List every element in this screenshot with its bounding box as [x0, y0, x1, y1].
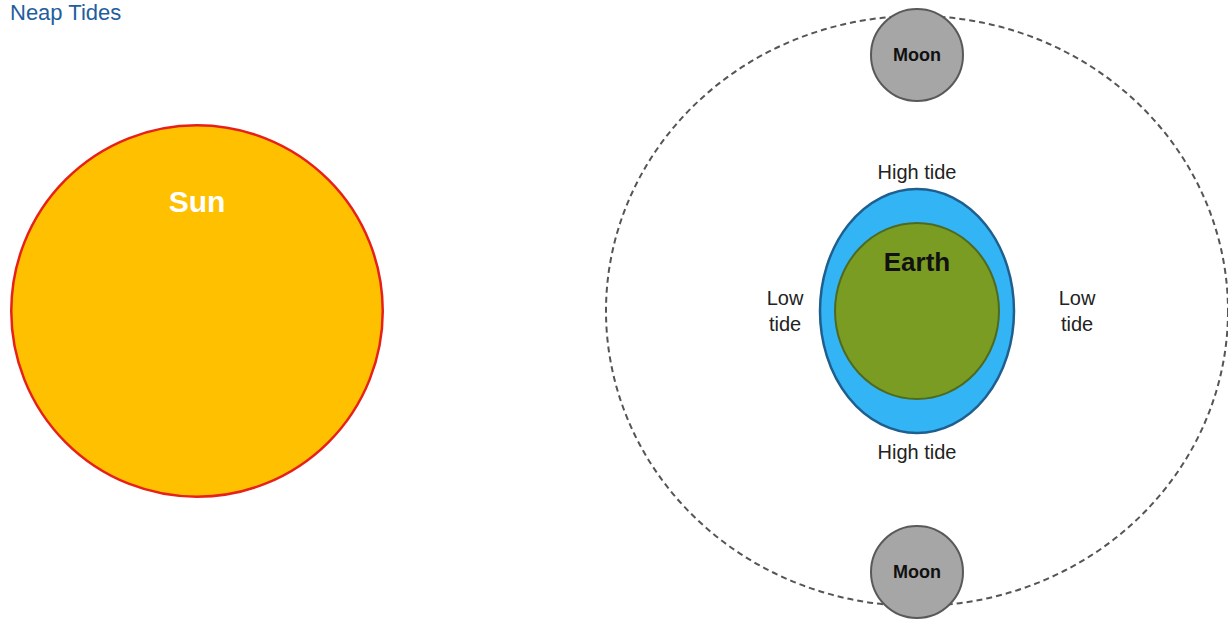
node-label: Earth: [834, 247, 1000, 278]
node-outline: [10, 124, 384, 498]
moon-circle: Moon: [870, 8, 964, 102]
node-label: Moon: [870, 562, 964, 583]
tide-label: High tide: [847, 439, 987, 465]
tide-label: Low tide: [1054, 285, 1100, 337]
moon-orbit: [606, 16, 1228, 606]
sun-circle: Sun: [10, 124, 384, 498]
ocean-bulge: [820, 189, 1014, 433]
tide-label: Low tide: [762, 285, 808, 337]
node-label: Sun: [10, 185, 384, 219]
node-label: Moon: [870, 45, 964, 66]
earth-circle: Earth: [834, 222, 1000, 400]
tide-label: High tide: [847, 159, 987, 185]
diagram-title: Neap Tides: [10, 0, 121, 26]
moon-circle: Moon: [870, 525, 964, 619]
